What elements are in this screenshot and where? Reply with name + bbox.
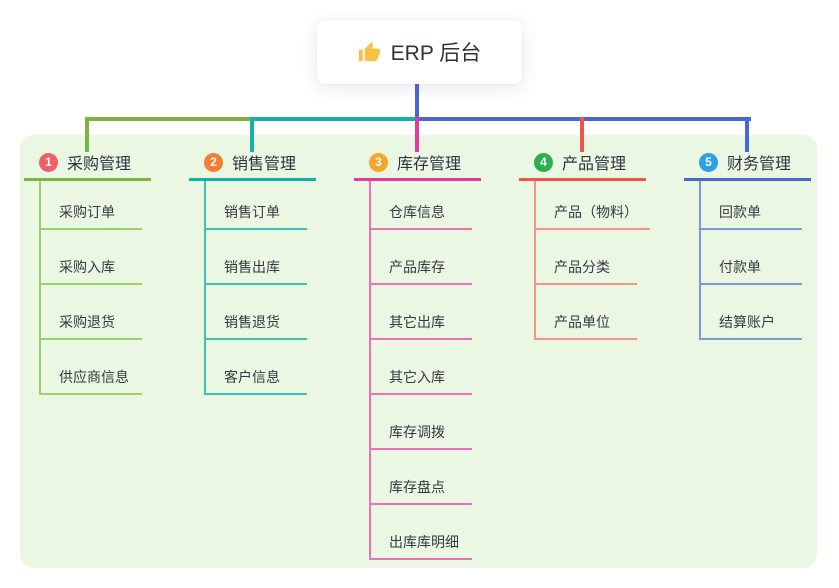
child-trunk-line xyxy=(204,181,206,395)
branch-number-badge: 5 xyxy=(699,152,718,172)
child-node[interactable]: 客户信息 xyxy=(204,365,307,395)
connector-bus-segment xyxy=(417,117,751,121)
child-node[interactable]: 库存盘点 xyxy=(369,475,472,505)
root-node-label: ERP 后台 xyxy=(390,42,482,65)
child-node[interactable]: 其它入库 xyxy=(369,365,472,395)
child-node[interactable]: 仓库信息 xyxy=(369,200,472,230)
root-node[interactable]: ERP 后台 xyxy=(317,20,522,84)
child-node[interactable]: 供应商信息 xyxy=(39,365,142,395)
branch-label: 销售管理 xyxy=(232,156,297,173)
child-node[interactable]: 采购退货 xyxy=(39,310,142,340)
child-node[interactable]: 产品分类 xyxy=(534,255,637,285)
branch-label: 产品管理 xyxy=(562,156,627,173)
branch-header[interactable]: 2 销售管理 xyxy=(189,146,316,181)
child-node[interactable]: 产品（物料） xyxy=(534,200,650,230)
child-trunk-line xyxy=(369,181,371,560)
branch-number-badge: 1 xyxy=(39,152,58,172)
branch-number-badge: 3 xyxy=(369,152,388,172)
child-node[interactable]: 销售退货 xyxy=(204,310,307,340)
child-node[interactable]: 结算账户 xyxy=(699,310,802,340)
child-node[interactable]: 出库库明细 xyxy=(369,530,472,560)
branch-header[interactable]: 3 库存管理 xyxy=(354,146,481,181)
child-node[interactable]: 采购入库 xyxy=(39,255,142,285)
connector-drop xyxy=(250,117,254,152)
branch-header[interactable]: 5 财务管理 xyxy=(684,146,811,181)
child-node[interactable]: 产品单位 xyxy=(534,310,637,340)
root-stem-line xyxy=(415,84,419,121)
branch-label: 财务管理 xyxy=(727,156,792,173)
connector-drop xyxy=(580,117,584,152)
branch-header[interactable]: 4 产品管理 xyxy=(519,146,646,181)
connector-bus-segment xyxy=(251,117,418,121)
child-trunk-line xyxy=(699,181,701,340)
child-trunk-line xyxy=(534,181,536,340)
child-node[interactable]: 产品库存 xyxy=(369,255,472,285)
connector-drop xyxy=(85,117,89,152)
branch-number-badge: 4 xyxy=(534,152,553,172)
connector-drop xyxy=(415,117,419,152)
connector-drop xyxy=(745,117,749,152)
child-node[interactable]: 库存调拨 xyxy=(369,420,472,450)
branches-panel xyxy=(20,135,817,568)
child-node[interactable]: 采购订单 xyxy=(39,200,142,230)
child-node[interactable]: 回款单 xyxy=(699,200,802,230)
child-trunk-line xyxy=(39,181,41,395)
connector-bus-segment xyxy=(86,117,253,121)
branch-number-badge: 2 xyxy=(204,152,223,172)
branch-header[interactable]: 1 采购管理 xyxy=(24,146,151,181)
child-node[interactable]: 销售订单 xyxy=(204,200,307,230)
child-node[interactable]: 其它出库 xyxy=(369,310,472,340)
branch-label: 库存管理 xyxy=(397,156,462,173)
thumbs-up-icon xyxy=(358,41,380,61)
branch-label: 采购管理 xyxy=(67,156,132,173)
child-node[interactable]: 付款单 xyxy=(699,255,802,285)
child-node[interactable]: 销售出库 xyxy=(204,255,307,285)
